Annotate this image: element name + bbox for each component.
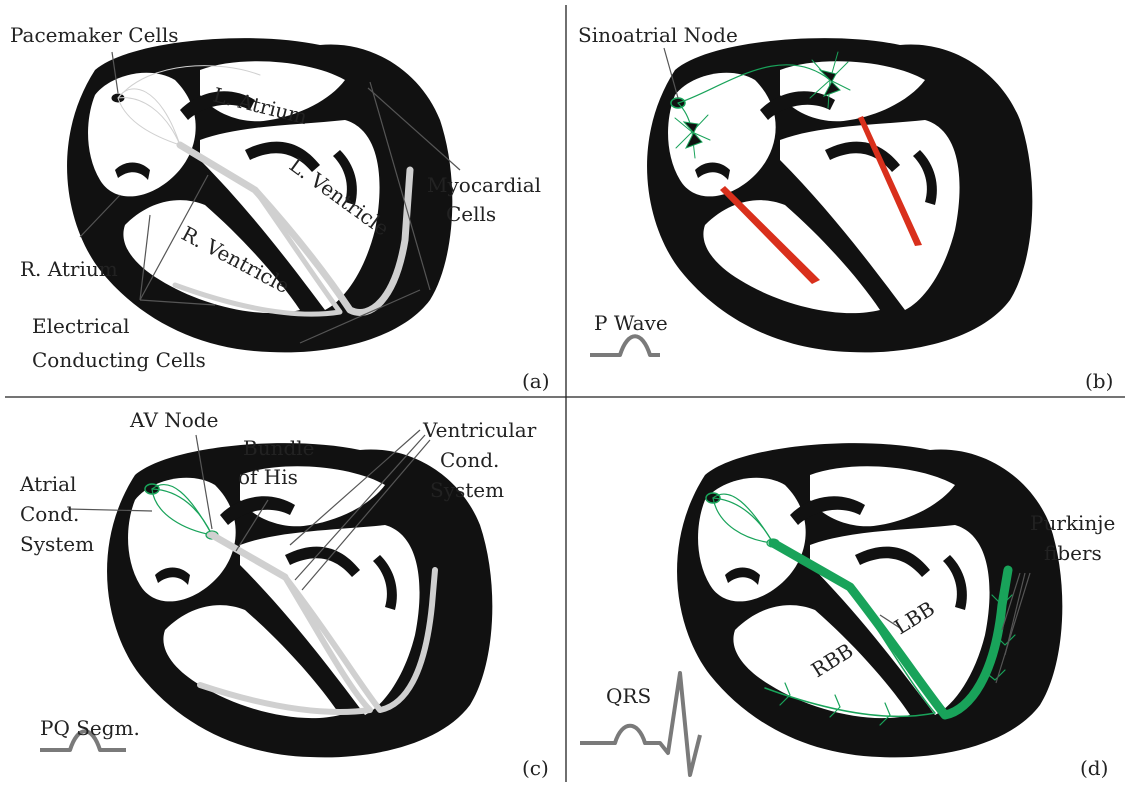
label-ventricular-line1: Ventricular	[422, 418, 537, 442]
label-ventricular-line2: Cond.	[440, 448, 499, 472]
label-bundle-line1: Bundle	[243, 436, 315, 460]
label-p-wave: P Wave	[594, 311, 668, 335]
label-atrial-line1: Atrial	[19, 472, 76, 496]
panel-b: Sinoatrial Node P Wave (b)	[578, 23, 1113, 393]
label-electrical-line2: Conducting Cells	[32, 348, 206, 372]
panel-a: Pacemaker Cells L. Atrium L. Ventricle M…	[10, 23, 550, 393]
panel-d: Purkinje fibers LBB RBB QRS (d)	[580, 443, 1115, 780]
panel-d-tag: (d)	[1080, 756, 1108, 780]
panel-a-tag: (a)	[522, 369, 550, 393]
p-wave-trace	[590, 336, 660, 355]
panel-c-tag: (c)	[522, 756, 549, 780]
label-myocardial-line1: Myocardial	[427, 173, 541, 197]
label-av-node: AV Node	[129, 408, 218, 432]
label-ventricular-line3: System	[430, 478, 504, 502]
label-atrial-line3: System	[20, 532, 94, 556]
label-sinoatrial-node: Sinoatrial Node	[578, 23, 738, 47]
label-r-atrium: R. Atrium	[20, 257, 118, 281]
label-qrs: QRS	[606, 684, 651, 708]
label-myocardial-line2: Cells	[446, 202, 496, 226]
label-bundle-line2: of His	[238, 465, 298, 489]
label-purkinje-line1: Purkinje	[1030, 511, 1115, 535]
label-purkinje-line2: fibers	[1044, 541, 1102, 565]
panel-c: AV Node Bundle of His Ventricular Cond. …	[19, 408, 549, 780]
label-atrial-line2: Cond.	[20, 502, 79, 526]
label-pacemaker-cells: Pacemaker Cells	[10, 23, 178, 47]
label-electrical-line1: Electrical	[32, 314, 130, 338]
panel-b-tag: (b)	[1085, 369, 1113, 393]
label-pq-segment: PQ Segm.	[40, 716, 140, 740]
